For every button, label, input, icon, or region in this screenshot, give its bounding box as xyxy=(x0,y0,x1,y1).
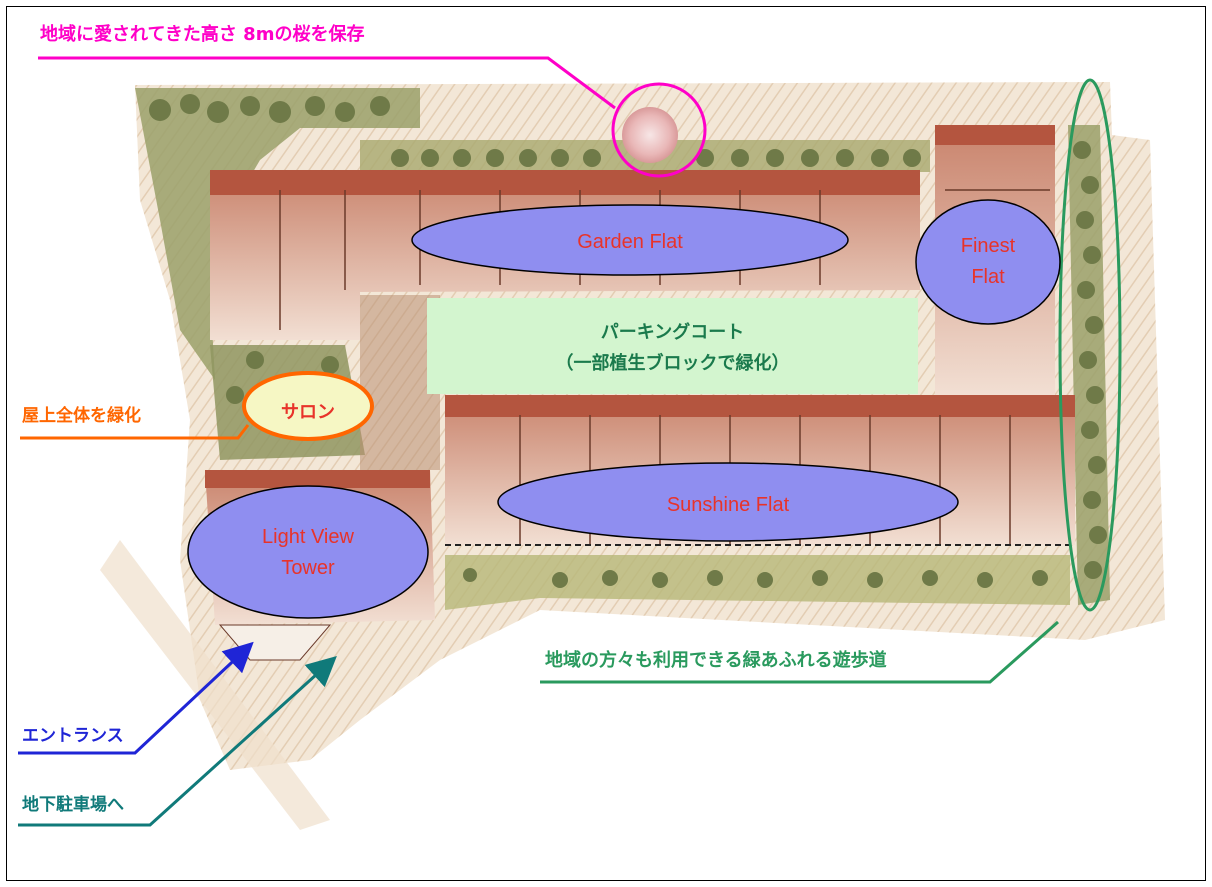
parking-callout xyxy=(18,655,337,827)
light-view-tower-oval xyxy=(187,485,429,619)
parking-court-note: （一部植生ブロックで緑化） xyxy=(555,353,790,374)
finest-flat-oval xyxy=(915,199,1061,325)
parking-court: パーキングコート （一部植生ブロックで緑化） xyxy=(427,298,918,394)
promenade-callout xyxy=(540,78,1122,684)
underground-parking-annotation: 地下駐車場へ xyxy=(22,795,124,815)
salon-oval xyxy=(242,371,374,441)
garden-flat-oval xyxy=(411,204,849,276)
tree-row-top xyxy=(149,94,921,167)
sunshine-flat-label: Sunshine Flat xyxy=(498,490,958,521)
finest-flat-label: Finest Flat xyxy=(916,231,1060,293)
sunshine-flat-oval xyxy=(497,462,959,542)
rooftop-greening-annotation: 屋上全体を緑化 xyxy=(22,406,141,426)
light-view-line2: Tower xyxy=(281,557,335,579)
sakura-callout xyxy=(38,56,707,178)
light-view-tower-label: Light View Tower xyxy=(188,522,428,584)
cherry-tree xyxy=(622,107,678,163)
parking-court-title: パーキングコート xyxy=(600,322,745,343)
tree-row-right xyxy=(1073,141,1107,579)
finest-flat-line2: Flat xyxy=(971,266,1005,288)
plaza-paving xyxy=(360,295,440,470)
salon-label: サロン xyxy=(281,402,335,423)
entrance-annotation: エントランス xyxy=(22,726,124,746)
promenade-annotation: 地域の方々も利用できる緑あふれる遊歩道 xyxy=(545,650,887,671)
entrance-callout xyxy=(18,641,254,755)
rooftop-callout xyxy=(20,424,250,440)
tree-row-bottom xyxy=(226,351,1048,588)
garden-flat-label: Garden Flat xyxy=(412,227,848,258)
garden-flat-text: Garden Flat xyxy=(577,231,683,253)
light-view-line1: Light View xyxy=(262,526,354,548)
finest-flat-line1: Finest xyxy=(960,235,1016,257)
sunshine-flat-text: Sunshine Flat xyxy=(666,494,790,516)
sakura-annotation: 地域に愛されてきた高さ 8mの桜を保存 xyxy=(40,24,365,45)
